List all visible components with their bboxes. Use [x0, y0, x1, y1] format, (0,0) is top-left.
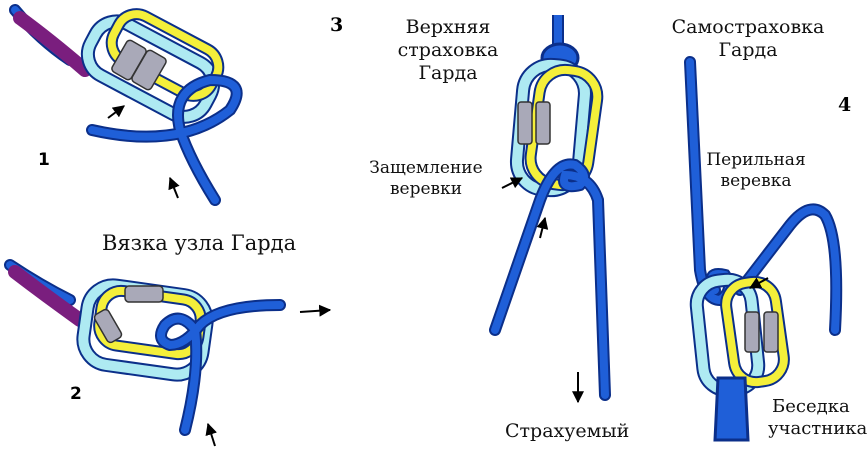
harness-label: Беседка участника	[768, 396, 867, 440]
panel-3	[495, 15, 605, 402]
fixed-rope-line-1: Перильная	[706, 150, 806, 171]
top-belay-label: Верхняя страховка Гарда	[390, 16, 506, 85]
self-belay-line-1: Самостраховка	[664, 16, 832, 39]
self-belay-line-2: Гарда	[664, 39, 832, 62]
step-number-3: 3	[330, 14, 343, 36]
step-number-1: 1	[38, 150, 50, 170]
belayed-label: Страхуемый	[505, 420, 629, 443]
top-belay-line-2: страховка	[390, 39, 506, 62]
panel-4	[690, 62, 836, 440]
self-belay-label: Самостраховка Гарда	[664, 16, 832, 62]
harness-line-2: участника	[768, 418, 867, 440]
fixed-rope-label: Перильная веревка	[706, 150, 806, 192]
panel-2	[10, 265, 330, 446]
rope-pinch-label: Защемление веревки	[356, 158, 496, 200]
harness-line-1: Беседка	[768, 396, 867, 418]
top-belay-line-1: Верхняя	[390, 16, 506, 39]
rope-pinch-line-1: Защемление	[356, 158, 496, 179]
step-number-4: 4	[838, 94, 851, 116]
panel-1	[15, 7, 237, 200]
fixed-rope-line-2: веревка	[706, 171, 806, 192]
knot-title-label: Вязка узла Гарда	[102, 232, 296, 255]
top-belay-line-3: Гарда	[390, 62, 506, 85]
step-number-2: 2	[70, 384, 82, 404]
rope-pinch-line-2: веревки	[356, 179, 496, 200]
